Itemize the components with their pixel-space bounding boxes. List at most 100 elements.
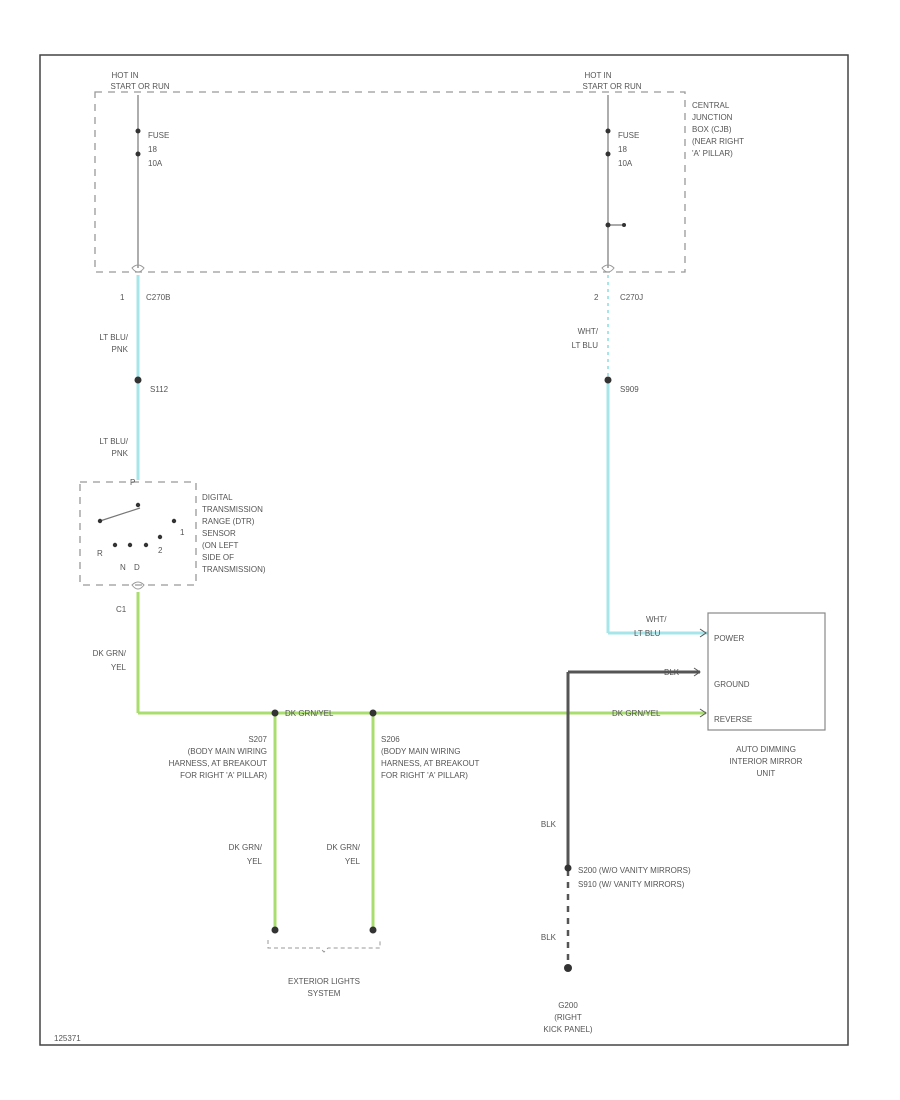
s206-label-1: S206	[381, 735, 400, 744]
left-cjb-connector	[131, 264, 145, 273]
s207-label-3: HARNESS, AT BREAKOUT	[169, 759, 268, 768]
s206-splice-dot	[369, 709, 377, 717]
dtr-conn-label: C1	[116, 605, 127, 614]
mirror-name-1: AUTO DIMMING	[736, 745, 796, 754]
ground-label-2: (RIGHT	[554, 1013, 582, 1022]
ext-left-end-dot	[271, 926, 279, 934]
blk-low-label: BLK	[541, 933, 557, 942]
dtr-contact-pivot	[97, 518, 103, 524]
dtr-contact-n	[127, 542, 133, 548]
dtr-contact-1	[171, 518, 177, 524]
cjb-label-1: CENTRAL	[692, 101, 730, 110]
dtr-label-4: SENSOR	[202, 529, 236, 538]
blk-top-label: BLK	[664, 668, 680, 677]
dtr-label-6: SIDE OF	[202, 553, 234, 562]
left-conn-id: C270B	[146, 293, 170, 302]
dtr-contact-r	[112, 542, 118, 548]
left-fuse-number: 18	[148, 145, 157, 154]
right-wire-upper-1: WHT/	[578, 327, 599, 336]
ground-splice-dot	[564, 864, 572, 872]
cjb-label-2: JUNCTION	[692, 113, 733, 122]
ext-right-end-dot	[369, 926, 377, 934]
dtr-pin-r: R	[97, 549, 103, 558]
power-pin-arrow	[699, 628, 707, 638]
ground-splice-label-1: S200 (W/O VANITY MIRRORS)	[578, 866, 691, 875]
left-fuse-bottom-dot	[135, 151, 141, 157]
left-fuse-rating: 10A	[148, 159, 163, 168]
dtr-pin-d: D	[134, 563, 140, 572]
left-wire-upper-1: LT BLU/	[99, 333, 128, 342]
dtr-label-3: RANGE (DTR)	[202, 517, 255, 526]
s206-label-3: HARNESS, AT BREAKOUT	[381, 759, 480, 768]
mirror-name-3: UNIT	[757, 769, 776, 778]
bus-label: DK GRN/YEL	[285, 709, 334, 718]
right-fuse-bottom-dot	[605, 151, 611, 157]
ground-label-1: G200	[558, 1001, 578, 1010]
dtr-label-7: TRANSMISSION)	[202, 565, 266, 574]
reverse-wire-label: DK GRN/YEL	[612, 709, 661, 718]
left-wire-lower-1: LT BLU/	[99, 437, 128, 446]
exterior-label-2: SYSTEM	[308, 989, 341, 998]
right-fuse-rating: 10A	[618, 159, 633, 168]
s206-label-2: (BODY MAIN WIRING	[381, 747, 460, 756]
right-fuse-number: 18	[618, 145, 627, 154]
left-wire-lower-2: PNK	[112, 449, 129, 458]
right-cjb-connector	[601, 264, 615, 273]
dtr-contact-2	[157, 534, 163, 540]
right-fuse-name: FUSE	[618, 131, 639, 140]
cjb-label-4: (NEAR RIGHT	[692, 137, 744, 146]
right-hot-label-1: HOT IN	[585, 71, 612, 80]
power-wire-label-2: LT BLU	[634, 629, 661, 638]
dtr-connector	[131, 581, 145, 590]
mirror-ground-pin: GROUND	[714, 680, 750, 689]
s207-label-4: FOR RIGHT 'A' PILLAR)	[180, 771, 267, 780]
s206-label-4: FOR RIGHT 'A' PILLAR)	[381, 771, 468, 780]
exterior-bracket	[267, 940, 381, 953]
dtr-pin-2: 2	[158, 546, 163, 555]
left-fuse-name: FUSE	[148, 131, 169, 140]
dtr-pin-1: 1	[180, 528, 185, 537]
dtr-switch-arm	[99, 507, 141, 522]
blk-mid-label: BLK	[541, 820, 557, 829]
ground-splice-label-2: S910 (W/ VANITY MIRRORS)	[578, 880, 685, 889]
exterior-label-1: EXTERIOR LIGHTS	[288, 977, 360, 986]
cjb-outline	[94, 91, 686, 273]
mirror-power-pin: POWER	[714, 634, 744, 643]
left-fuse-top-dot	[135, 128, 141, 134]
ground-pin-arrow	[693, 667, 701, 677]
mirror-reverse-pin: REVERSE	[714, 715, 752, 724]
diagram-frame	[39, 54, 849, 1046]
right-conn-id: C270J	[620, 293, 643, 302]
right-conn-pin: 2	[594, 293, 599, 302]
power-wire-label-1: WHT/	[646, 615, 667, 624]
dtr-pin-n: N	[120, 563, 126, 572]
right-fuse-branch-dot	[605, 222, 611, 228]
ext-right-wire-1: DK GRN/	[327, 843, 361, 852]
dkgrn-left-label-2: YEL	[111, 663, 127, 672]
right-fuse-top-dot	[605, 128, 611, 134]
s207-splice-dot	[271, 709, 279, 717]
left-hot-label-2: START OR RUN	[110, 82, 169, 91]
ground-point-dot	[564, 964, 572, 972]
dtr-sensor-box	[79, 481, 197, 586]
ext-left-wire-2: YEL	[247, 857, 263, 866]
ground-label-3: KICK PANEL)	[543, 1025, 593, 1034]
s207-label-1: S207	[248, 735, 267, 744]
dtr-label-2: TRANSMISSION	[202, 505, 263, 514]
dtr-label-1: DIGITAL	[202, 493, 233, 502]
s112-splice-dot	[134, 376, 142, 384]
dtr-label-5: (ON LEFT	[202, 541, 239, 550]
dkgrn-left-label-1: DK GRN/	[93, 649, 127, 658]
s112-label: S112	[150, 385, 169, 394]
cjb-label-5: 'A' PILLAR)	[692, 149, 733, 158]
reverse-pin-arrow	[699, 708, 707, 718]
left-conn-pin: 1	[120, 293, 125, 302]
right-wire-upper-2: LT BLU	[572, 341, 599, 350]
dtr-pin-p: P	[130, 478, 135, 487]
figure-code: 125371	[54, 1034, 81, 1043]
mirror-unit-box	[707, 612, 826, 731]
mirror-name-2: INTERIOR MIRROR	[730, 757, 803, 766]
s909-splice-dot	[604, 376, 612, 384]
dtr-contact-d	[143, 542, 149, 548]
